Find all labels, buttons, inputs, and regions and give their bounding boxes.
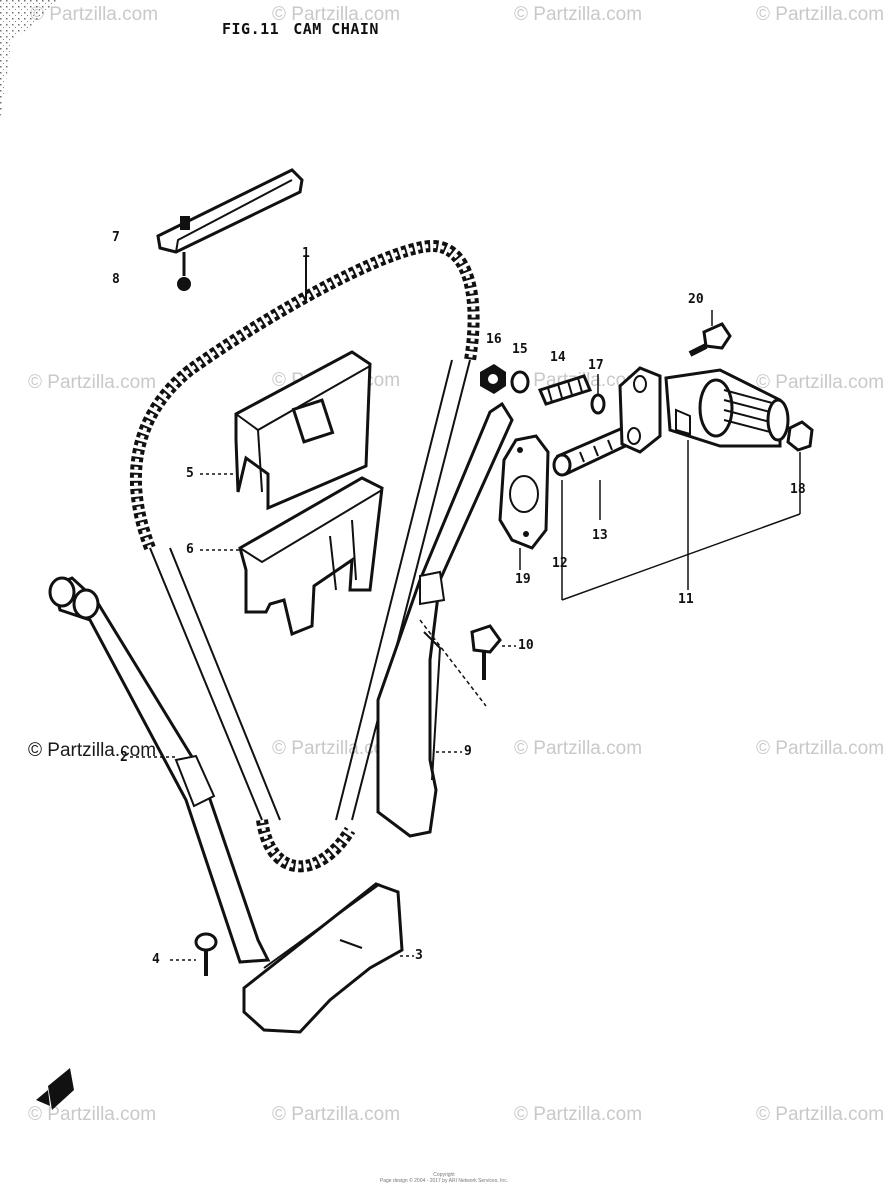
callout-18: 18 xyxy=(790,482,806,497)
bolt-part-8 xyxy=(177,252,191,291)
tensioner-arm-part-2 xyxy=(48,576,271,964)
watermark: © Partzilla.com xyxy=(756,738,885,759)
callout-9: 9 xyxy=(464,744,472,759)
cam-chain-part-1 xyxy=(129,240,480,873)
watermark: © Partzilla.com xyxy=(756,4,885,25)
scan-noise xyxy=(0,0,60,120)
bolt-part-20 xyxy=(688,322,732,357)
assembly-bracket xyxy=(519,310,801,601)
callout-16: 16 xyxy=(486,332,502,347)
screw-part-4 xyxy=(170,932,218,976)
nut-part-16 xyxy=(480,364,506,394)
figure-number: FIG.11 xyxy=(222,20,280,38)
watermark: © Partzilla.com xyxy=(28,372,157,393)
gasket-part-19 xyxy=(498,434,550,550)
callout-1: 1 xyxy=(302,246,310,261)
callout-11: 11 xyxy=(678,592,694,607)
watermark: © Partzilla.com xyxy=(514,4,643,25)
tensioner-blade-part-9 xyxy=(376,401,514,838)
chain-guide-part-6 xyxy=(200,476,384,637)
callout-7: 7 xyxy=(112,230,120,245)
callout-8: 8 xyxy=(112,272,120,287)
watermark: © Partzilla.com xyxy=(28,1104,157,1125)
chain-guide-plate-part-7 xyxy=(156,168,304,254)
callout-19: 19 xyxy=(515,572,531,587)
watermark: © Partzilla.com xyxy=(30,4,159,25)
watermark: © Partzilla.com xyxy=(756,372,885,393)
tensioner-assembly-part-11 xyxy=(618,366,790,454)
watermark: © Partzilla.com xyxy=(28,740,157,761)
callout-15: 15 xyxy=(512,342,528,357)
callout-4: 4 xyxy=(152,952,160,967)
spring-part-14 xyxy=(537,374,593,406)
callout-17: 17 xyxy=(588,358,604,373)
callout-12: 12 xyxy=(552,556,568,571)
callout-14: 14 xyxy=(550,350,566,365)
figure-name: CAM CHAIN xyxy=(293,20,379,38)
o-ring-part-17 xyxy=(590,393,606,415)
watermark: © Partzilla.com xyxy=(514,738,643,759)
figure-title: FIG.11 CAM CHAIN xyxy=(222,20,393,38)
callout-10: 10 xyxy=(518,638,534,653)
nut-part-18 xyxy=(786,420,814,452)
callout-5: 5 xyxy=(186,466,194,481)
watermark: © Partzilla.com xyxy=(272,4,401,25)
copyright-line-1: Copyright xyxy=(433,1172,455,1178)
watermark: © Partzilla.com xyxy=(514,1104,643,1125)
callout-2: 2 xyxy=(120,750,128,765)
copyright-line-2: Page design © 2004 - 2017 by ARI Network… xyxy=(379,1178,509,1184)
watermark: © Partzilla.com xyxy=(756,1104,885,1125)
lower-guide-part-3 xyxy=(242,882,414,1034)
chain-guide-part-5 xyxy=(200,350,372,511)
callout-13: 13 xyxy=(592,528,608,543)
bolt-part-10 xyxy=(470,624,516,680)
callout-20: 20 xyxy=(688,292,704,307)
callout-3: 3 xyxy=(415,948,423,963)
callout-6: 6 xyxy=(186,542,194,557)
watermark: © Partzilla.com xyxy=(272,1104,401,1125)
front-arrow-icon xyxy=(36,1068,74,1110)
washer-part-15 xyxy=(510,370,530,394)
